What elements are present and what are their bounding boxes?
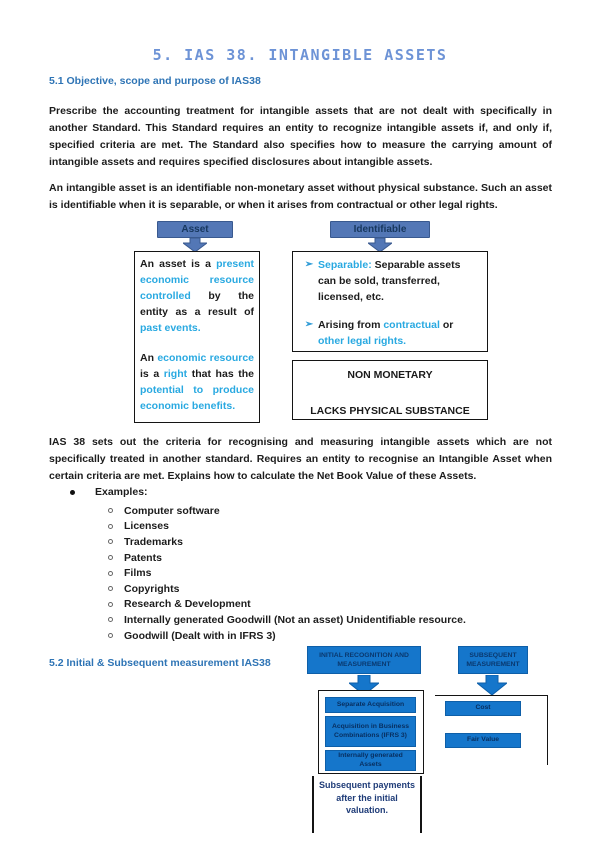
chevron-bullet-icon: ➢ xyxy=(304,319,314,330)
down-arrow-icon xyxy=(349,675,379,695)
examples-bullet: Examples: xyxy=(70,486,370,498)
internally-generated-shape: Internally generated Assets xyxy=(325,750,416,771)
down-arrow-icon xyxy=(477,675,507,695)
circle-bullet-icon xyxy=(108,570,113,576)
circle-bullet-icon xyxy=(108,523,113,529)
identifiable-bullet-2: ➢ Arising from contractual or other lega… xyxy=(296,317,484,349)
list-item: Research & Development xyxy=(108,597,528,613)
circle-bullet-icon xyxy=(108,617,113,623)
subsequent-measurement-header-shape: SUBSEQUENT MEASUREMENT xyxy=(458,646,528,674)
identifiable-box: ➢ Separable: Separable assets can be sol… xyxy=(292,251,488,352)
circle-bullet-icon xyxy=(108,508,113,514)
asset-definition-paragraph: An asset is a present economic resource … xyxy=(140,258,254,334)
business-combinations-shape: Acquisition in Business Combinations (IF… xyxy=(325,716,416,747)
identifiable-bullet-1: ➢ Separable: Separable assets can be sol… xyxy=(296,257,484,305)
section-5-1-heading: 5.1 Objective, scope and purpose of IAS3… xyxy=(49,75,261,87)
fair-value-shape: Fair Value xyxy=(445,733,521,748)
list-item: Computer software xyxy=(108,503,528,519)
arising-text: Arising from contractual or other legal … xyxy=(318,319,454,347)
separable-text: Separable: Separable assets can be sold,… xyxy=(318,259,461,303)
down-arrow-icon xyxy=(183,238,207,252)
lacks-physical-substance-line: LACKS PHYSICAL SUBSTANCE xyxy=(310,405,470,417)
page-title: 5. IAS 38. INTANGIBLE ASSETS xyxy=(152,46,448,64)
identifiable-header-shape: Identifiable xyxy=(330,221,430,238)
list-item: Licenses xyxy=(108,519,528,535)
list-item: Internally generated Goodwill (Not an as… xyxy=(108,612,528,628)
chevron-bullet-icon: ➢ xyxy=(304,259,314,270)
non-monetary-line: NON MONETARY xyxy=(347,369,433,381)
list-item: Patents xyxy=(108,550,528,566)
asset-header-shape: Asset xyxy=(157,221,233,238)
asset-definition-box: An asset is a present economic resource … xyxy=(134,251,260,423)
non-monetary-box: NON MONETARY LACKS PHYSICAL SUBSTANCE xyxy=(292,360,488,420)
paragraph-definition: An intangible asset is an identifiable n… xyxy=(49,182,552,211)
circle-bullet-icon xyxy=(108,555,113,561)
cost-shape: Cost xyxy=(445,701,521,716)
list-item: Goodwill (Dealt with in IFRS 3) xyxy=(108,628,528,644)
economic-resource-paragraph: An economic resource is a right that has… xyxy=(140,352,255,412)
circle-bullet-icon xyxy=(108,601,113,607)
examples-label: Examples: xyxy=(95,486,148,498)
section-5-2-heading: 5.2 Initial & Subsequent measurement IAS… xyxy=(49,657,271,669)
circle-bullet-icon xyxy=(108,586,113,592)
initial-recognition-header-shape: INITIAL RECOGNITION AND MEASUREMENT xyxy=(307,646,421,674)
subsequent-measurement-container xyxy=(435,695,548,765)
down-arrow-icon xyxy=(368,238,392,252)
disc-bullet-icon xyxy=(70,489,75,495)
list-item: Copyrights xyxy=(108,581,528,597)
paragraph-objective: Prescribe the accounting treatment for i… xyxy=(49,105,552,168)
list-item: Films xyxy=(108,565,528,581)
separate-acquisition-shape: Separate Acquisition xyxy=(325,697,416,713)
examples-list: Computer software Licenses Trademarks Pa… xyxy=(108,503,528,643)
list-item: Trademarks xyxy=(108,534,528,550)
circle-bullet-icon xyxy=(108,539,113,545)
circle-bullet-icon xyxy=(108,633,113,639)
subsequent-payments-note: Subsequent payments after the initial va… xyxy=(312,776,422,833)
paragraph-criteria: IAS 38 sets out the criteria for recogni… xyxy=(49,436,552,482)
